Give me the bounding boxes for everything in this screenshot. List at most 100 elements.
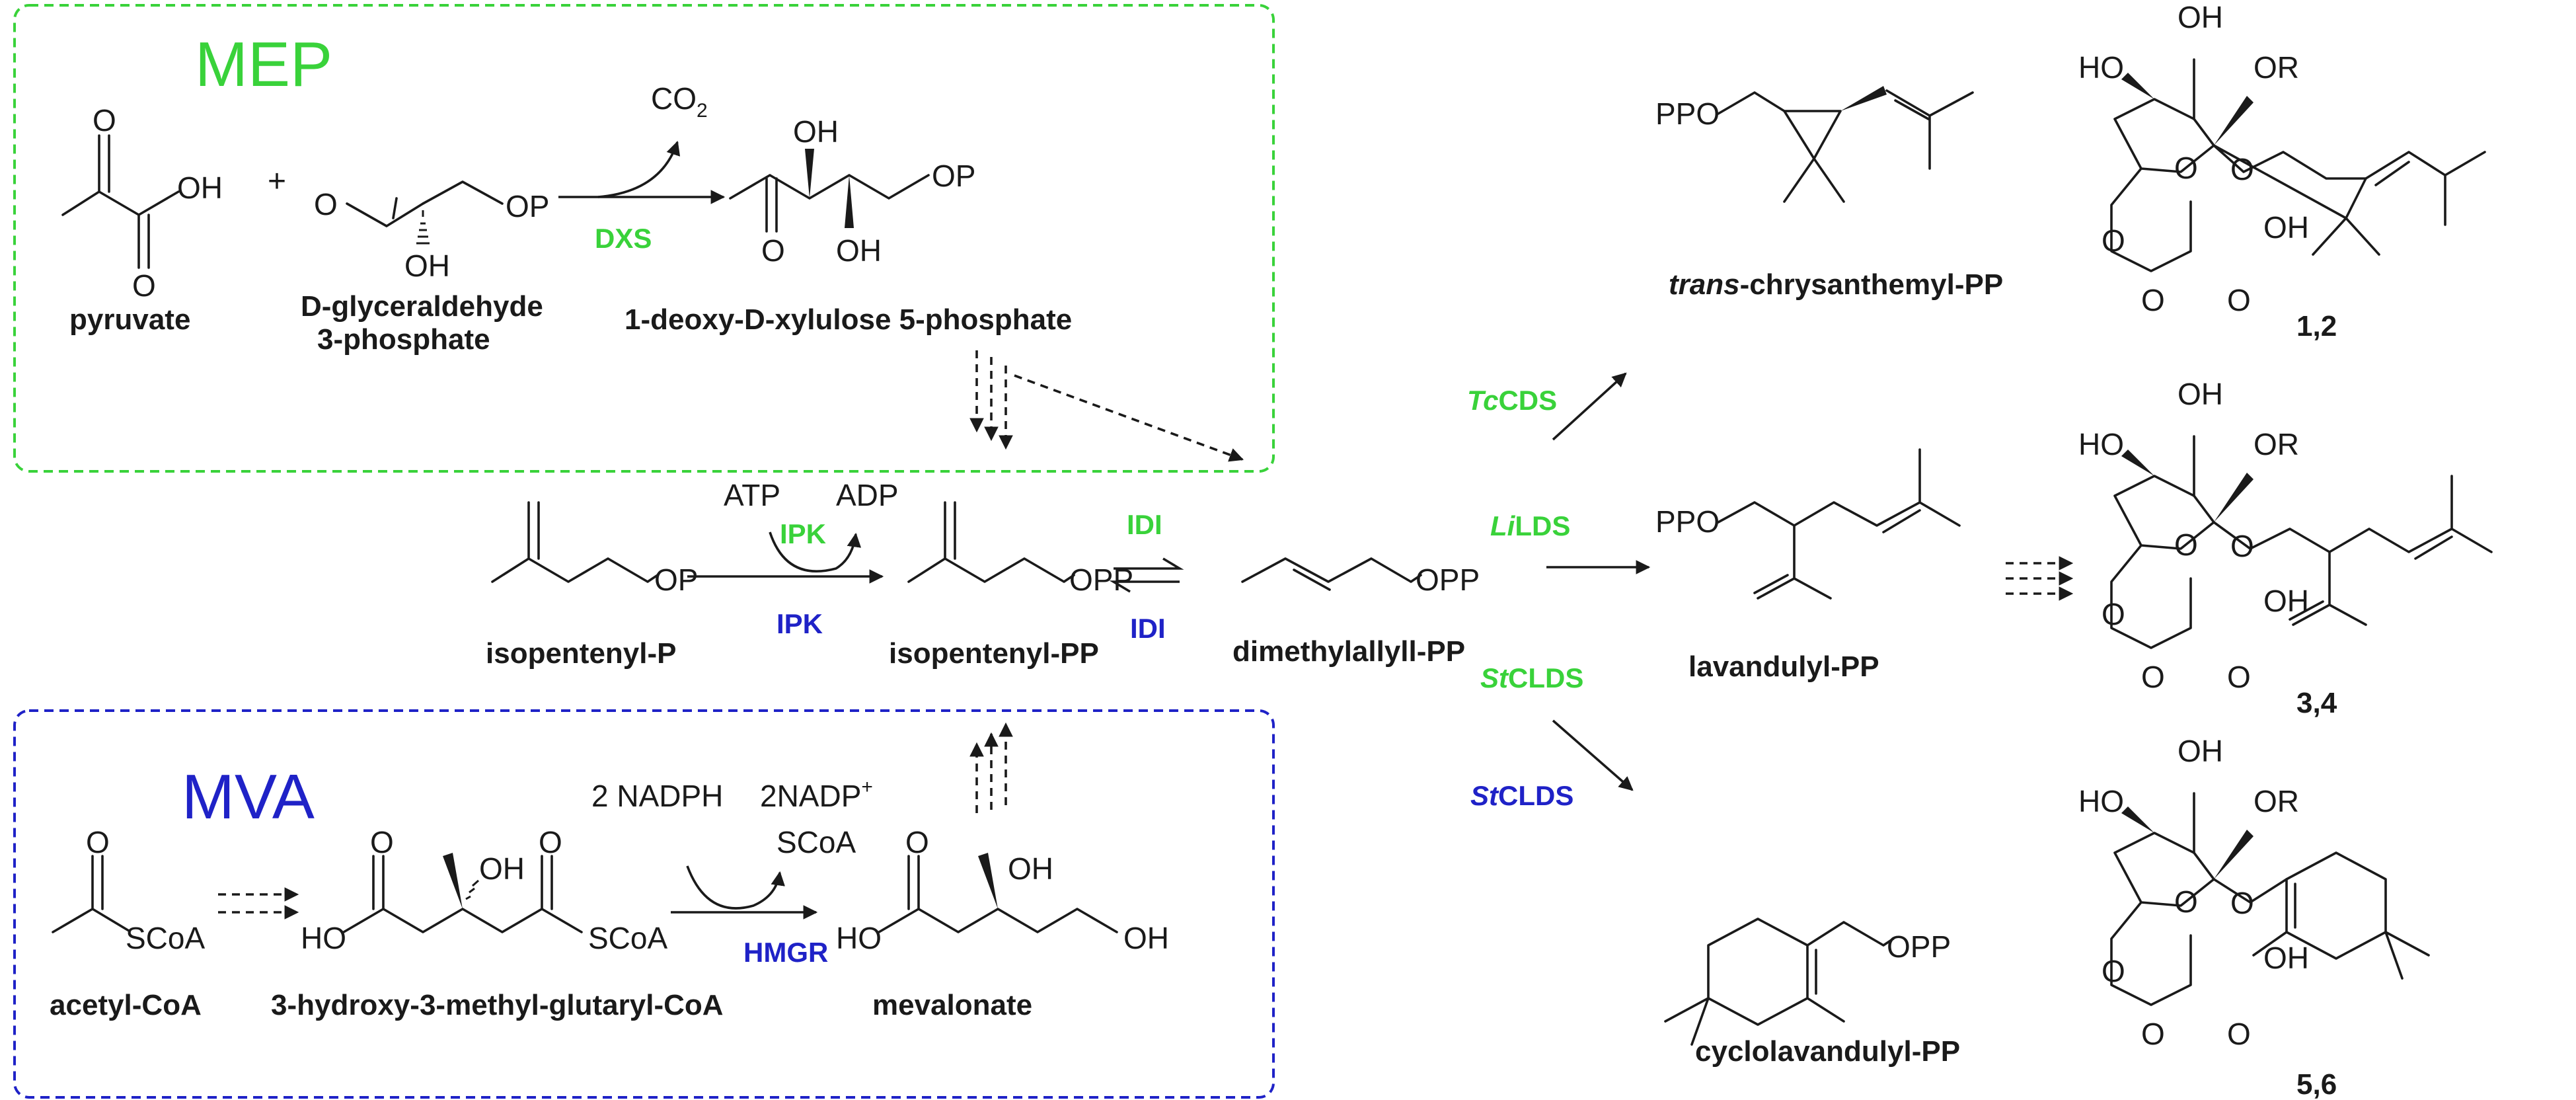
atp-adp-curve: [769, 531, 862, 572]
enzyme-dxs: DXS: [595, 223, 652, 254]
hmg-coa-label: 3-hydroxy-3-methyl-glutaryl-CoA: [271, 989, 724, 1021]
enzyme-lilds: LiLDS: [1490, 510, 1570, 541]
atom-o: O: [2174, 884, 2198, 919]
atom-oh: OH: [479, 851, 525, 886]
dxp-label: 1-deoxy-D-xylulose 5-phosphate: [625, 303, 1072, 336]
atom-o: O: [761, 233, 785, 268]
atom-ppo: PPO: [1655, 504, 1720, 539]
atom-oh: OH: [793, 114, 839, 149]
glycoside-3-4-structure: HO OH OR O O O OH O O: [2078, 377, 2493, 694]
adp-label: ADP: [836, 478, 899, 512]
nadph-curve: [686, 865, 785, 910]
tccds-arrow: [1552, 372, 1627, 441]
g3p-label-line1: D-glyceraldehyde: [301, 290, 543, 323]
pyruvate-structure: O OH O: [61, 103, 223, 303]
atom-o: O: [2141, 660, 2165, 694]
atom-ho: HO: [2078, 50, 2124, 85]
stclds-arrow: [1552, 719, 1634, 791]
atom-ho: HO: [301, 921, 346, 955]
atom-or: OR: [2254, 784, 2299, 818]
mva-title: MVA: [182, 762, 315, 832]
atom-op: OP: [506, 189, 549, 223]
enzyme-idi-green: IDI: [1127, 509, 1162, 540]
acetyl-coa-label: acetyl-CoA: [50, 989, 202, 1021]
lavandulyl-pp-label: lavandulyl-PP: [1688, 650, 1879, 683]
atom-o: O: [93, 103, 116, 138]
dxp-structure: OH O OH OP: [729, 114, 975, 268]
chrysanthemyl-pp-structure: PPO: [1655, 86, 1974, 203]
enzyme-stclds-blue: StCLDS: [1470, 780, 1573, 811]
mep-to-dmapp-dashed-arrow: [1014, 374, 1244, 462]
dmapp-structure: OPP: [1241, 557, 1480, 597]
product-3-4-label: 3,4: [2296, 687, 2337, 719]
atom-scoa: SCoA: [126, 921, 205, 955]
atom-o: O: [2230, 529, 2254, 563]
dmapp-label: dimethylallyll-PP: [1232, 635, 1465, 668]
atom-o: O: [2227, 283, 2251, 317]
atom-or: OR: [2254, 50, 2299, 85]
atom-scoa: SCoA: [588, 921, 667, 955]
pyruvate-label: pyruvate: [69, 303, 190, 336]
co2-release-curve: [597, 140, 681, 198]
glycoside-5-6-structure: HO OH OR O O O OH O O: [2078, 734, 2430, 1051]
plus-sign: +: [268, 164, 286, 199]
acetyl-coa-structure: O SCoA: [52, 825, 205, 955]
enzyme-idi-blue: IDI: [1130, 613, 1166, 644]
atom-opp: OPP: [1416, 563, 1480, 597]
g3p-label-line2: 3-phosphate: [317, 323, 490, 356]
atom-o: O: [2230, 886, 2254, 920]
atom-o: O: [2174, 151, 2198, 185]
atom-oh: OH: [1123, 921, 1169, 955]
atom-oh: OH: [2178, 0, 2223, 34]
idi-reverse-arrow: [1109, 580, 1180, 593]
atom-o: O: [539, 825, 562, 859]
atom-ho: HO: [2078, 784, 2124, 818]
isopentenyl-pp-structure: OPP: [907, 501, 1133, 597]
mep-module-box: [13, 4, 1275, 473]
cyclolavandulyl-pp-structure: OPP: [1664, 918, 1951, 1046]
atom-o: O: [370, 825, 394, 859]
scoa-label: SCoA: [777, 825, 856, 859]
atom-o: O: [2174, 528, 2198, 562]
atom-oh: OH: [2263, 210, 2309, 245]
atom-o: O: [314, 187, 338, 221]
chrysanthemyl-pp-label: trans-chrysanthemyl-PP: [1669, 268, 2003, 301]
atom-o: O: [132, 268, 156, 303]
atom-o: O: [2227, 660, 2251, 694]
co2-label: CO2: [651, 81, 708, 122]
mevalonate-structure: O OH HO OH: [836, 825, 1169, 955]
atom-oh: OH: [2263, 584, 2309, 618]
enzyme-tccds: TcCDS: [1467, 385, 1557, 416]
atom-opp: OPP: [1887, 929, 1951, 964]
cyclolavandulyl-pp-label: cyclolavandulyl-PP: [1695, 1035, 1960, 1068]
enzyme-hmgr: HMGR: [743, 937, 828, 968]
lavandulyl-pp-structure: PPO: [1655, 448, 1961, 600]
enzyme-ipk-blue: IPK: [777, 608, 823, 639]
enzyme-ipk-green: IPK: [780, 518, 826, 549]
atom-ho: HO: [2078, 427, 2124, 461]
atom-o: O: [2141, 283, 2165, 317]
hmg-coa-structure: O OH O HO SCoA: [301, 825, 667, 955]
atom-o: O: [2227, 1017, 2251, 1051]
isopentenyl-p-label: isopentenyl-P: [486, 637, 677, 670]
enzyme-stclds-green: StCLDS: [1480, 662, 1583, 693]
atom-o: O: [2102, 954, 2125, 988]
isopentenyl-p-structure: OP: [491, 501, 698, 597]
mevalonate-label: mevalonate: [872, 989, 1032, 1021]
glycoside-1-2-structure: HO OH OR O O O OH O O: [2078, 0, 2486, 317]
atom-o: O: [2141, 1017, 2165, 1051]
atom-op: OP: [654, 563, 698, 597]
atom-o: O: [2230, 152, 2254, 186]
mva-module-box: [13, 709, 1275, 1099]
atom-or: OR: [2254, 427, 2299, 461]
idi-forward-arrow: [1114, 557, 1184, 570]
g3p-structure: O OH OP: [314, 180, 549, 283]
atom-oh: OH: [1008, 851, 1053, 886]
mep-title: MEP: [195, 29, 332, 100]
atom-oh: OH: [836, 233, 882, 268]
atom-oh: OH: [2263, 941, 2309, 975]
atom-oh: OH: [404, 249, 450, 283]
atom-o: O: [2102, 223, 2125, 258]
atom-ho: HO: [836, 921, 882, 955]
